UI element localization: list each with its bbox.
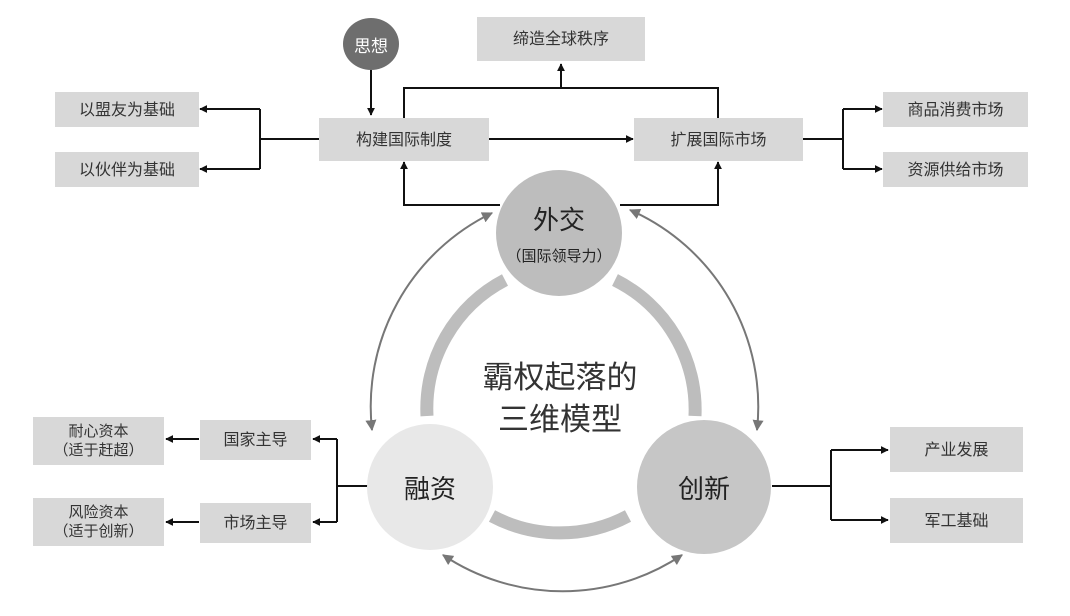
market-led-box: 市场主导: [200, 503, 311, 543]
allies-label: 以盟友为基础: [78, 99, 175, 119]
patient-capital-line2: （适于赶超）: [53, 441, 144, 459]
diplomacy-title: 外交: [532, 206, 585, 236]
patient-capital-line1: 耐心资本: [68, 422, 129, 441]
center-title-line1: 霸权起落的: [482, 360, 638, 396]
military-label: 军工基础: [924, 510, 989, 530]
center-title-line2: 三维模型: [498, 401, 622, 438]
allies-box: 以盟友为基础: [55, 92, 199, 127]
institution-label: 构建国际制度: [355, 129, 452, 149]
finance-connectors: [165, 435, 368, 526]
innovation-connectors: [772, 446, 889, 524]
institution-box: 构建国际制度: [319, 118, 489, 161]
diplomacy-to-institution-arrow: [400, 161, 500, 206]
innovation-circle: 创新: [637, 420, 771, 554]
market-label: 扩展国际市场: [670, 129, 767, 149]
outer-arc-finance-diplomacy: [365, 212, 493, 432]
resource-market-box: 资源供给市场: [883, 152, 1028, 187]
state-led-label: 国家主导: [223, 430, 288, 449]
consumer-market-label: 商品消费市场: [907, 99, 1004, 119]
institution-market-bracket: [403, 87, 719, 118]
resource-market-label: 资源供给市场: [907, 159, 1004, 179]
top-connectors: [199, 63, 883, 206]
order-label: 缔造全球秩序: [512, 29, 609, 48]
venture-capital-line2: （适于创新）: [53, 522, 144, 540]
center-title: 霸权起落的 三维模型: [460, 358, 660, 442]
outer-arc-diplomacy-innovation: [628, 208, 764, 432]
finance-circle: 融资: [367, 424, 493, 550]
patient-capital-box: 耐心资本 （适于赶超）: [33, 417, 164, 465]
ring-arc-bottom: [488, 510, 632, 540]
thought-circle: 思想: [343, 18, 399, 70]
diplomacy-to-market-arrow: [620, 161, 722, 206]
partners-label: 以伙伴为基础: [78, 159, 175, 179]
thought-label: 思想: [354, 36, 388, 57]
market-led-label: 市场主导: [223, 513, 288, 532]
state-led-box: 国家主导: [200, 420, 311, 460]
venture-capital-box: 风险资本 （适于创新）: [33, 498, 164, 546]
industry-label: 产业发展: [924, 439, 989, 459]
consumer-market-box: 商品消费市场: [883, 92, 1028, 127]
innovation-title: 创新: [677, 474, 730, 505]
market-box: 扩展国际市场: [634, 118, 803, 161]
outer-arc-innovation-finance: [442, 554, 683, 593]
venture-capital-line1: 风险资本: [68, 503, 129, 522]
order-box: 缔造全球秩序: [477, 17, 645, 61]
military-box: 军工基础: [890, 498, 1023, 543]
finance-title: 融资: [403, 474, 456, 505]
industry-box: 产业发展: [890, 427, 1023, 472]
diplomacy-circle: 外交 （国际领导力）: [496, 170, 622, 296]
partners-box: 以伙伴为基础: [55, 152, 199, 187]
diplomacy-subtitle: （国际领导力）: [506, 247, 612, 265]
outer-arcs: [365, 208, 764, 593]
